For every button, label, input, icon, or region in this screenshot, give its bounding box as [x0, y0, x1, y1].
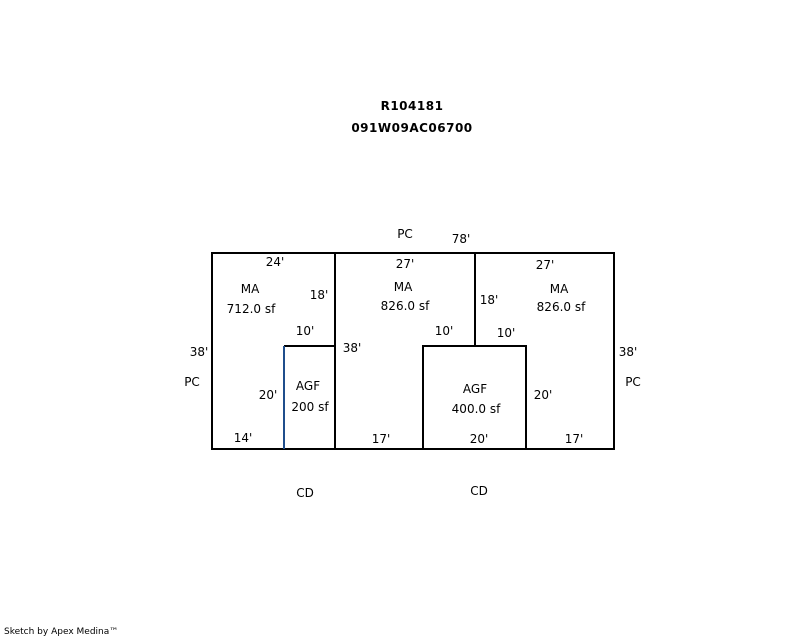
area-ma1-code: MA [241, 282, 260, 296]
dim-ma2-left: 38' [343, 341, 362, 355]
area-agf2-code: AGF [463, 382, 487, 396]
dim-ma1-top: 24' [266, 255, 285, 269]
area-ma2-code: MA [394, 280, 413, 294]
outer-boundary [211, 252, 615, 450]
dim-ma1-bottom: 14' [234, 431, 253, 445]
label-cd-right: CD [470, 484, 488, 498]
area-ma3-code: MA [550, 282, 569, 296]
sketch-credit: Sketch by Apex Medina™ [4, 627, 119, 637]
area-ma3-size: 826.0 sf [537, 300, 586, 314]
dim-ma2-top: 27' [396, 257, 415, 271]
dim-agf2-bottom: 20' [470, 432, 489, 446]
dim-top-total: 78' [452, 232, 471, 246]
dim-ma1-right: 18' [310, 288, 329, 302]
dim-left-total: 38' [190, 345, 209, 359]
dim-right-total: 38' [619, 345, 638, 359]
label-pc-left: PC [184, 375, 200, 389]
label-pc-right: PC [625, 375, 641, 389]
area-agf2-size: 400.0 sf [452, 402, 501, 416]
label-cd-left: CD [296, 486, 314, 500]
dim-agf1-left: 20' [259, 388, 278, 402]
account-number: R104181 [381, 99, 444, 113]
dim-ma3-left: 18' [480, 293, 499, 307]
dim-ma2-bottom: 17' [372, 432, 391, 446]
dim-agf2-right: 20' [534, 388, 553, 402]
agf2-boundary [422, 345, 527, 449]
label-pc-top: PC [397, 227, 413, 241]
dim-ma3-notch: 10' [497, 326, 516, 340]
parcel-number: 091W09AC06700 [351, 121, 472, 135]
dim-ma2-notch: 10' [435, 324, 454, 338]
dim-ma3-top: 27' [536, 258, 555, 272]
floor-plan-lines [211, 252, 615, 450]
area-agf1-size: 200 sf [291, 400, 329, 414]
area-agf1-code: AGF [296, 379, 320, 393]
area-ma2-size: 826.0 sf [381, 299, 430, 313]
dim-ma1-notch: 10' [296, 324, 315, 338]
area-ma1-size: 712.0 sf [227, 302, 276, 316]
dim-ma3-bottom: 17' [565, 432, 584, 446]
